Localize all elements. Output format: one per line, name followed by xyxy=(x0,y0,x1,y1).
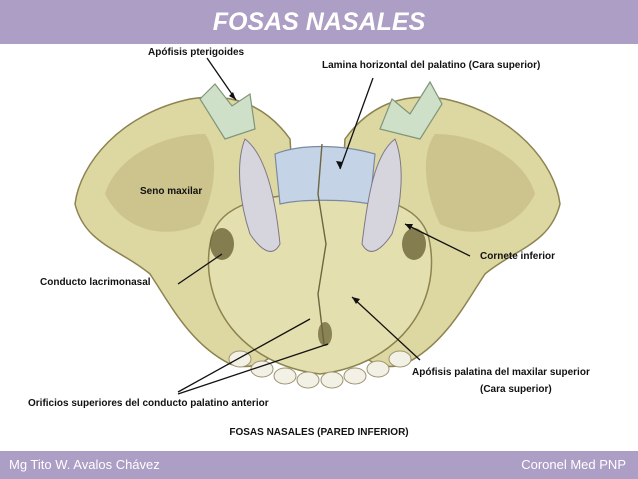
incisive-opening xyxy=(318,322,332,346)
slide-title: FOSAS NASALES xyxy=(212,8,426,36)
midline-suture xyxy=(317,143,327,345)
label-apofisis-palatina: Apófisis palatina del maxilar superior xyxy=(412,367,590,378)
anatomical-illustration xyxy=(74,57,561,395)
right-nasal-wall xyxy=(361,138,402,252)
label-orificios: Orificios superiores del conducto palati… xyxy=(28,398,269,409)
left-nasal-wall xyxy=(239,138,281,252)
teeth-row xyxy=(228,350,412,389)
footer-rank: Coronel Med PNP xyxy=(521,457,626,472)
left-sinus-shade xyxy=(105,134,215,232)
horizontal-lamina xyxy=(274,145,376,205)
right-lacrimal-opening xyxy=(402,228,426,260)
right-pterygoid xyxy=(379,80,443,140)
right-sinus-shade xyxy=(425,134,535,232)
left-lacrimal-opening xyxy=(210,228,234,260)
footer-bar: Mg Tito W. Avalos Chávez Coronel Med PNP xyxy=(0,451,638,479)
label-cornete: Cornete inferior xyxy=(480,251,556,262)
label-pterigoides: Apófisis pterigoides xyxy=(148,47,245,58)
label-cara-superior: (Cara superior) xyxy=(480,384,552,395)
title-bar: FOSAS NASALES xyxy=(0,0,638,44)
figure-caption: FOSAS NASALES (PARED INFERIOR) xyxy=(229,427,409,438)
leader-lines xyxy=(177,57,471,395)
arrow-heads xyxy=(229,92,413,304)
label-lamina: Lamina horizontal del palatino (Cara sup… xyxy=(322,60,541,71)
label-seno: Seno maxilar xyxy=(140,186,203,197)
left-pterygoid xyxy=(199,83,256,140)
label-conducto: Conducto lacrimonasal xyxy=(40,277,151,288)
footer-author: Mg Tito W. Avalos Chávez xyxy=(9,457,160,472)
